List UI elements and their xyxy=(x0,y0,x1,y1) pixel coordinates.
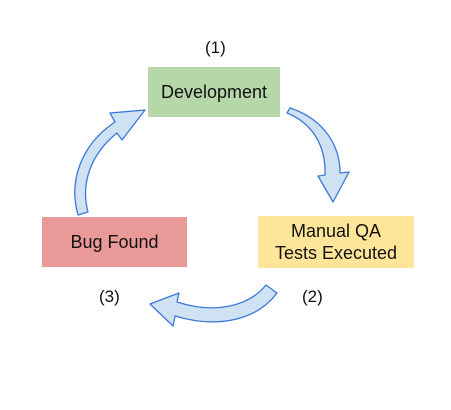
bug-found-node: Bug Found xyxy=(42,217,187,267)
manual-qa-label-line-2: Tests Executed xyxy=(274,243,398,263)
arrow-qa-to-bug xyxy=(149,284,278,327)
step-label-2: (2) xyxy=(302,287,323,306)
step-label-1: (1) xyxy=(205,38,226,57)
step-label-3: (3) xyxy=(99,287,120,306)
development-label: Development xyxy=(160,82,268,102)
bug-found-label: Bug Found xyxy=(70,232,159,252)
manual-qa-label-line-1: Manual QA xyxy=(290,221,382,241)
arrow-development-to-qa xyxy=(286,107,350,203)
arrow-bug-to-development xyxy=(74,109,146,216)
manual-qa-node: Manual QA Tests Executed xyxy=(258,216,414,268)
development-node: Development xyxy=(148,67,280,117)
